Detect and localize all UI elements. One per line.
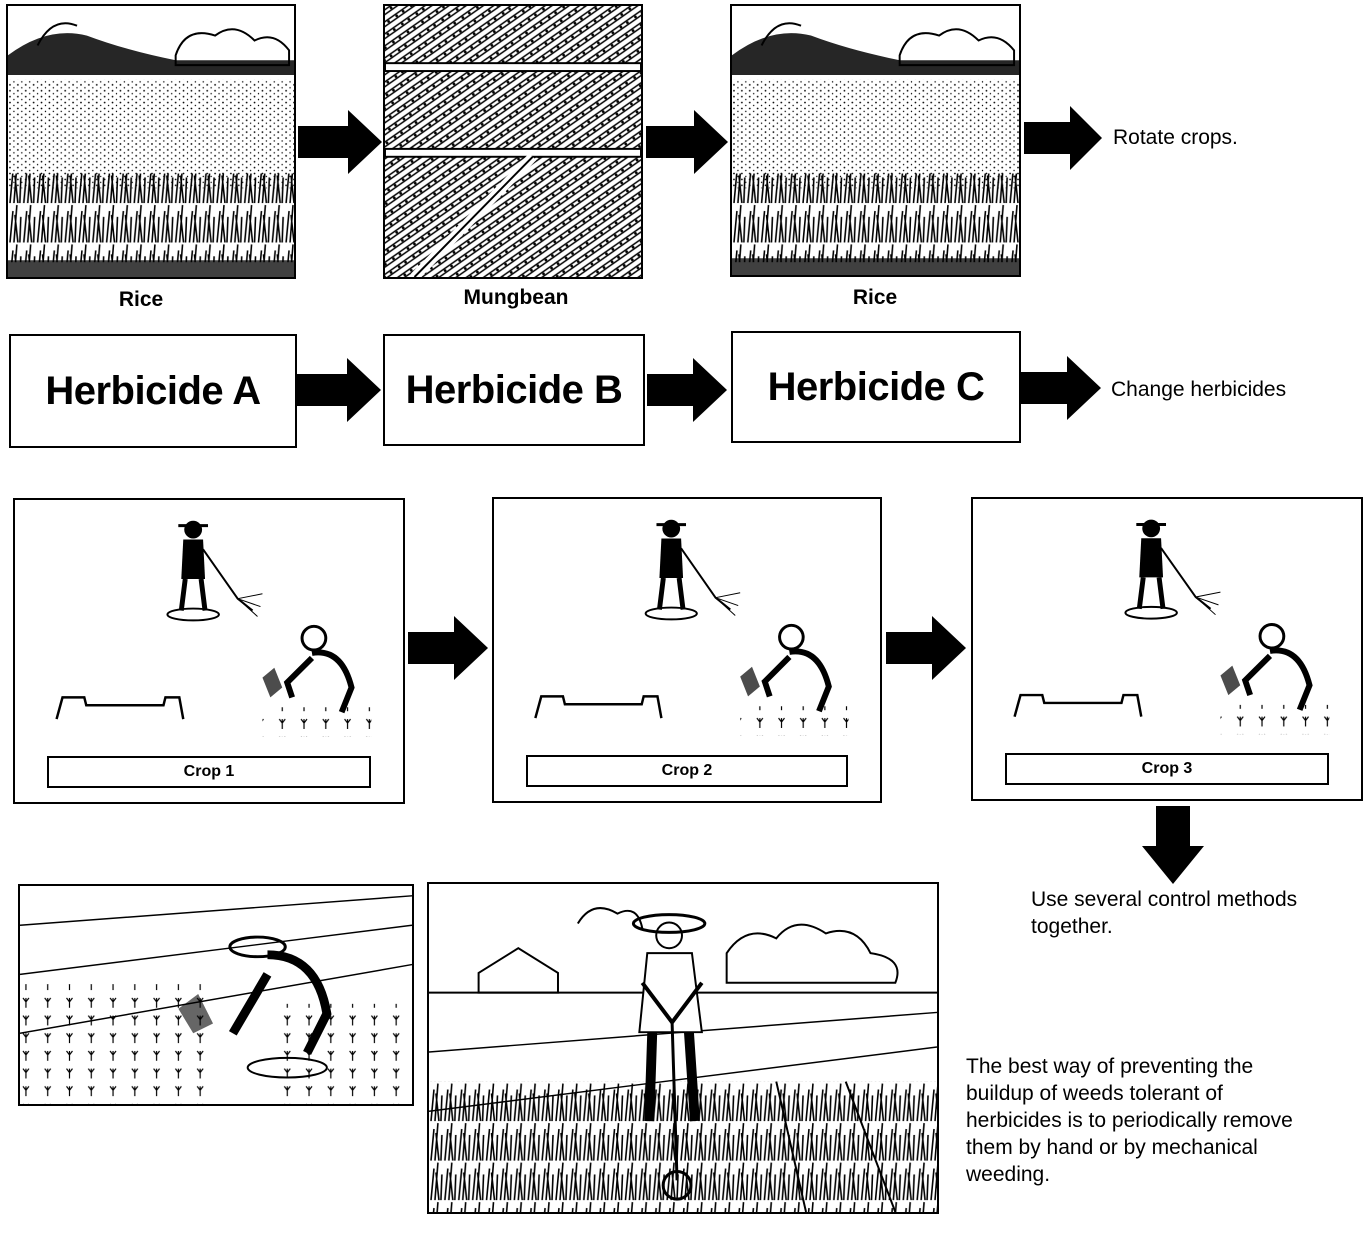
weeding-advice-note: The best way of preventing the buildup o… — [966, 1055, 1293, 1186]
right-arrow-icon — [408, 616, 488, 680]
herbicide-a-box: Herbicide A — [9, 334, 297, 448]
farmer-spraying-icon — [55, 520, 372, 737]
rotate-crops-note: Rotate crops. — [1113, 126, 1238, 149]
mungbean-field-image — [383, 4, 643, 279]
change-herbicides-note: Change herbicides — [1111, 378, 1287, 401]
rice-field-image-2 — [730, 4, 1021, 277]
crop-panel-1: Crop 1 — [13, 498, 405, 804]
farmer-spraying-icon — [534, 519, 849, 736]
right-arrow-icon — [297, 358, 381, 422]
crop-caption-mungbean: Mungbean — [463, 286, 569, 309]
right-arrow-icon — [886, 616, 966, 680]
mechanical-weeding-image — [427, 882, 939, 1214]
right-arrow-icon — [646, 110, 728, 174]
right-arrow-icon — [647, 358, 727, 422]
farmer-spraying-icon — [1013, 519, 1330, 735]
right-arrow-icon — [1024, 106, 1102, 170]
down-arrow-icon — [1142, 806, 1204, 884]
hand-weeding-image — [18, 884, 414, 1106]
herbicide-c-box: Herbicide C — [731, 331, 1021, 443]
crop-label-1: Crop 1 — [47, 756, 371, 788]
crop-caption-rice-1: Rice — [118, 288, 164, 311]
crop-panel-3: Crop 3 — [971, 497, 1363, 801]
crop-caption-rice-2: Rice — [852, 286, 898, 309]
several-methods-note: Use several control methods together. — [1031, 888, 1298, 938]
crop-panel-2: Crop 2 — [492, 497, 882, 803]
herbicide-b-box: Herbicide B — [383, 334, 645, 446]
crop-label-2: Crop 2 — [526, 755, 848, 787]
rice-field-image-1 — [6, 4, 296, 279]
right-arrow-icon — [1021, 356, 1101, 420]
crop-label-3: Crop 3 — [1005, 753, 1329, 785]
right-arrow-icon — [298, 110, 382, 174]
